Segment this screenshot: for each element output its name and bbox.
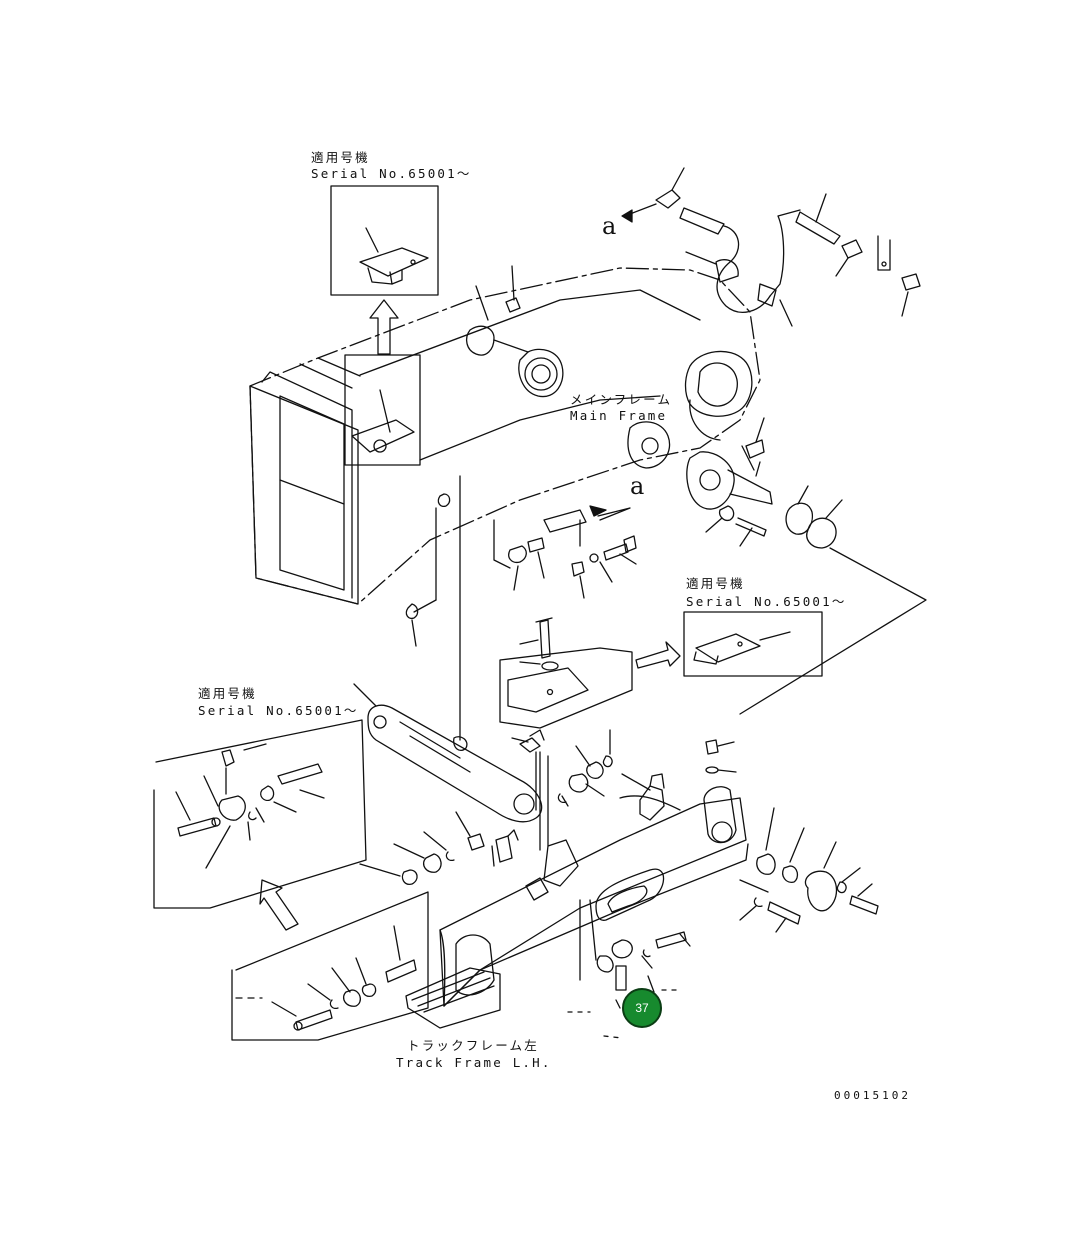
main-frame-label-en: Main Frame xyxy=(570,408,668,423)
center-pin-group xyxy=(493,505,637,599)
track-frame-label-en: Track Frame L.H. xyxy=(396,1055,552,1070)
inset-bottom-left xyxy=(231,891,429,1041)
part-callout-badge[interactable]: 37 xyxy=(622,988,662,1028)
center-left-parts xyxy=(359,811,519,885)
track-frame-label-jp: トラックフレーム左 xyxy=(407,1038,539,1053)
applicable-label-left: 適用号機 xyxy=(198,686,257,701)
pivot-shaft xyxy=(686,417,927,715)
dashed-marks xyxy=(567,989,683,1039)
applicable-label-right: 適用号機 xyxy=(686,576,745,591)
main-frame-label-jp: メインフレーム xyxy=(570,392,673,407)
inset-top-left xyxy=(330,185,439,355)
serial-label-left: Serial No.65001～ xyxy=(198,703,359,718)
equalizer-beam xyxy=(353,683,549,851)
main-frame xyxy=(249,265,761,605)
inset-lower-left xyxy=(153,719,367,931)
serial-label-top: Serial No.65001～ xyxy=(311,166,472,181)
lower-center-parts xyxy=(596,931,691,1009)
track-frame xyxy=(405,773,749,1029)
inset-middle xyxy=(499,611,823,729)
applicable-label-top: 適用号機 xyxy=(311,150,370,165)
hose-fittings xyxy=(621,167,921,327)
lower-right-parts xyxy=(705,739,879,933)
drawing-number: 00015102 xyxy=(834,1089,911,1102)
view-marker-a-center: a xyxy=(630,472,645,500)
center-hardware xyxy=(557,729,651,807)
leader-lines xyxy=(405,475,461,741)
serial-label-right: Serial No.65001～ xyxy=(686,594,847,609)
view-marker-a-top: a xyxy=(602,212,617,240)
